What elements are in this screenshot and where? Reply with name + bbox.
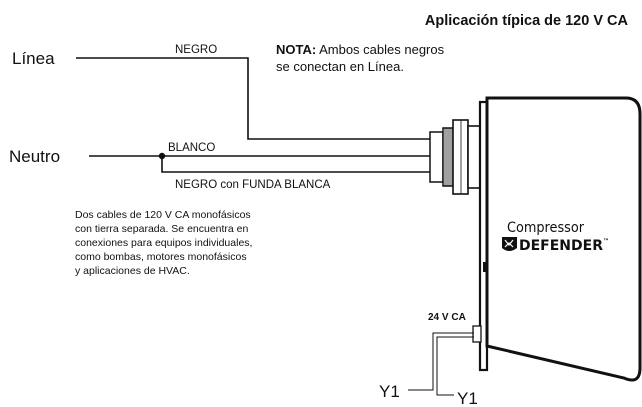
note-line-2: se conectan en Línea. — [276, 59, 404, 74]
low-voltage-label: 24 V CA — [428, 312, 466, 323]
fitting-nut — [429, 131, 444, 183]
diagram-title: Aplicación típica de 120 V CA — [425, 13, 629, 29]
description-line: Dos cables de 120 V CA monofásicos — [75, 209, 251, 221]
y1-lead-right — [436, 336, 474, 396]
white-wire-label: BLANCO — [168, 142, 215, 154]
fitting-thread-lines — [444, 128, 452, 186]
device-body — [485, 96, 642, 382]
y1-terminal-right-label: Y1 — [457, 389, 478, 407]
description-line: conexiones para equipos individuales, — [75, 237, 252, 249]
note-bold-label: NOTA: — [276, 42, 316, 57]
device-brand-name: DEFENDER — [519, 238, 603, 254]
description-line: con tierra separada. Se encuentra en — [75, 223, 249, 235]
y1-terminal-left-label: Y1 — [379, 382, 400, 401]
fitting-collar — [452, 119, 469, 195]
black-wire-label: NEGRO — [175, 44, 217, 56]
device-brand-line-1: Compressor — [507, 221, 585, 237]
description-block: Dos cables de 120 V CA monofásicos con t… — [75, 209, 252, 277]
conduit-fitting — [429, 119, 483, 195]
line-terminal-label: Línea — [12, 49, 55, 68]
black-sleeved-wire-label: NEGRO con FUNDA BLANCA — [175, 179, 331, 191]
description-line: como bombas, motores monofásicos — [75, 251, 247, 263]
device-side-tab — [483, 262, 487, 272]
y1-lead-left — [408, 332, 474, 391]
black-sleeved-wire — [161, 156, 435, 173]
defender-shield-logo-icon — [502, 237, 517, 251]
description-line: y aplicaciones de HVAC. — [75, 265, 190, 277]
fitting-thread — [442, 127, 454, 187]
low-voltage-terminal — [472, 325, 482, 343]
trademark-symbol: ™ — [603, 238, 609, 245]
note-text-1: Ambos cables negros — [316, 42, 444, 57]
device-brand-line-2: DEFENDER™ — [519, 238, 609, 254]
compressor-defender-device: Compressor DEFENDER™ — [478, 96, 642, 382]
line-black-wire — [76, 57, 435, 140]
note-line-1: NOTA: Ambos cables negros — [276, 42, 445, 57]
neutral-terminal-label: Neutro — [9, 147, 60, 166]
